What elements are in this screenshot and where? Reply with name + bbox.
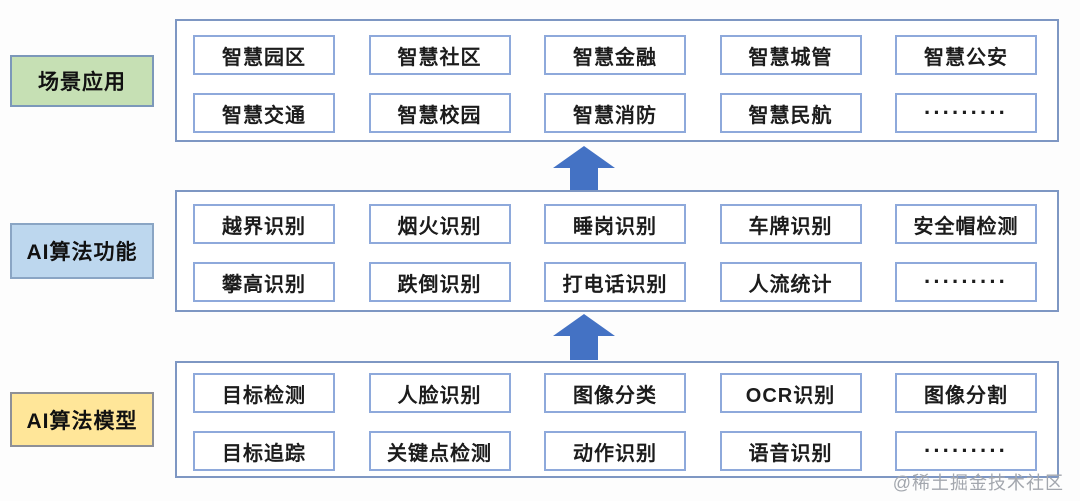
scenario-item: 智慧金融 [544,35,686,75]
model-item: 语音识别 [719,431,862,471]
function-item: 攀高识别 [193,262,335,302]
scene-applications-grid: 智慧园区 智慧社区 智慧金融 智慧城管 智慧公安 智慧交通 智慧校园 智慧消防 … [177,21,1057,141]
model-item: 目标追踪 [193,431,335,471]
layer-label-scene-applications: 场景应用 [10,55,154,107]
model-item: 图像分割 [895,373,1037,413]
watermark: @稀土掘金技术社区 [892,473,1064,493]
model-item: 图像分类 [544,373,686,413]
ai-models-container: 目标检测 人脸识别 图像分类 OCR识别 图像分割 目标追踪 关键点检测 动作识… [175,361,1059,478]
ellipsis-item: ········· [895,262,1037,302]
function-item: 睡岗识别 [544,204,686,244]
scene-applications-container: 智慧园区 智慧社区 智慧金融 智慧城管 智慧公安 智慧交通 智慧校园 智慧消防 … [175,19,1059,142]
arrow-up-icon [553,314,615,360]
scenario-item: 智慧民航 [719,93,862,133]
model-item: 关键点检测 [368,431,511,471]
ai-functions-grid: 越界识别 烟火识别 睡岗识别 车牌识别 安全帽检测 攀高识别 跌倒识别 打电话识… [177,192,1057,310]
arrow-up-icon [553,146,615,192]
model-item: 目标检测 [193,373,335,413]
function-item: 打电话识别 [544,262,686,302]
ai-models-grid: 目标检测 人脸识别 图像分类 OCR识别 图像分割 目标追踪 关键点检测 动作识… [177,363,1057,479]
layer-label-ai-functions: AI算法功能 [10,223,154,279]
scenario-item: 智慧社区 [368,35,511,75]
ai-functions-container: 越界识别 烟火识别 睡岗识别 车牌识别 安全帽检测 攀高识别 跌倒识别 打电话识… [175,190,1059,312]
scenario-item: 智慧校园 [368,93,511,133]
scenario-item: 智慧消防 [544,93,686,133]
function-item: 跌倒识别 [368,262,511,302]
function-item: 安全帽检测 [895,204,1037,244]
model-item: 人脸识别 [368,373,511,413]
ellipsis-item: ········· [895,431,1037,471]
ellipsis-item: ········· [895,93,1037,133]
function-item: 人流统计 [719,262,862,302]
scenario-item: 智慧城管 [719,35,862,75]
layer-label-ai-models: AI算法模型 [10,392,154,447]
function-item: 烟火识别 [368,204,511,244]
scenario-item: 智慧园区 [193,35,335,75]
function-item: 车牌识别 [719,204,862,244]
model-item: 动作识别 [544,431,686,471]
model-item: OCR识别 [719,373,862,413]
scenario-item: 智慧交通 [193,93,335,133]
function-item: 越界识别 [193,204,335,244]
scenario-item: 智慧公安 [895,35,1037,75]
